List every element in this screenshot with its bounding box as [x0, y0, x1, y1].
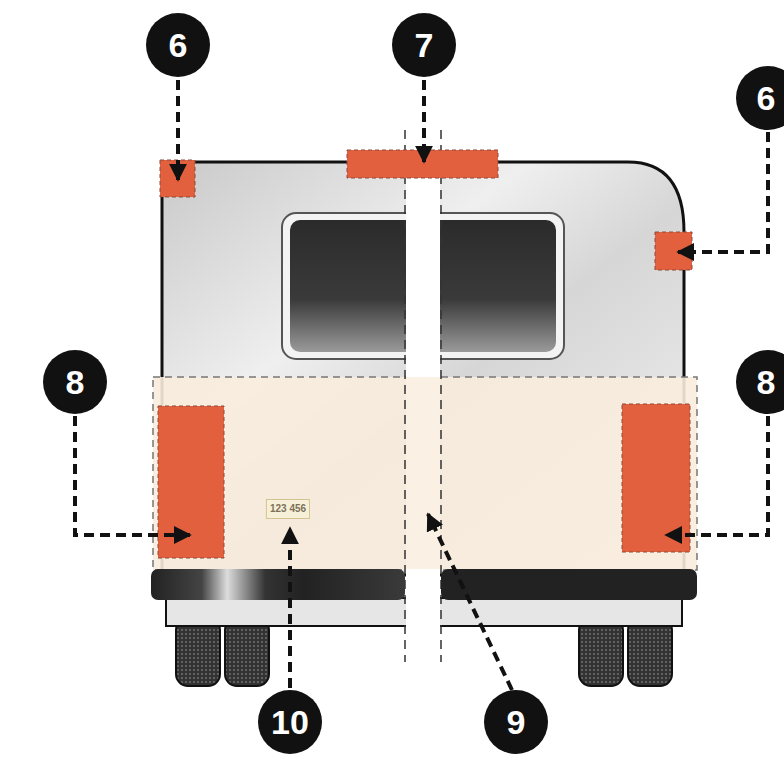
leader-line: [176, 80, 180, 180]
illustration-part: [628, 618, 672, 686]
callout-number: 9: [507, 705, 526, 739]
callout-number: 8: [757, 365, 776, 399]
leader-line: [678, 132, 768, 252]
illustration-part: [158, 150, 692, 558]
center-strip-lower: [406, 377, 440, 570]
callout-circle: [484, 690, 548, 754]
license-plate: 123 456: [266, 499, 310, 519]
leader-line: [288, 528, 292, 688]
callout-circle: [736, 66, 784, 130]
illustration-part: [225, 618, 269, 686]
callout-circle: [43, 350, 107, 414]
callout-number: 6: [757, 81, 776, 115]
leader-line: [666, 416, 768, 535]
center-gap: [406, 569, 440, 629]
callout-number: 6: [169, 28, 188, 62]
callout-circle: [146, 13, 210, 77]
reflective-marking: [622, 404, 690, 552]
bumper: [151, 569, 405, 600]
illustration-part: [176, 618, 220, 686]
callout-number: 10: [271, 705, 309, 739]
callout-circle: [392, 13, 456, 77]
callout-circle: [736, 350, 784, 414]
bumper: [441, 569, 697, 600]
leader-line: [428, 514, 512, 690]
illustration-part: [43, 13, 784, 754]
callout-circle: [258, 690, 322, 754]
leader-line: [75, 416, 190, 535]
lower-panel: [153, 377, 697, 570]
illustration-part: [75, 80, 768, 690]
reflective-marking: [347, 150, 498, 178]
leader-line: [422, 80, 426, 162]
callout-number: 8: [66, 365, 85, 399]
illustration-part: [579, 618, 623, 686]
callout-number: 7: [415, 28, 434, 62]
